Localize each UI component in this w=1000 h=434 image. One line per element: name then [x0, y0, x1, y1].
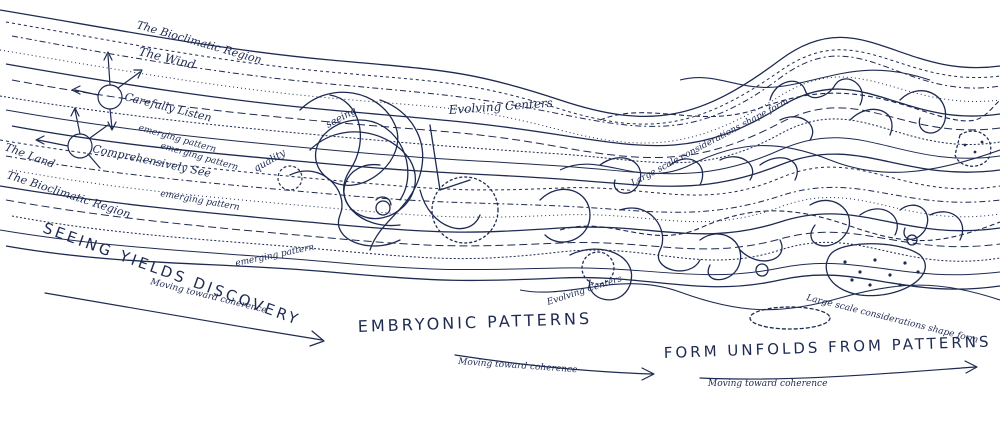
flow-strand	[0, 9, 1000, 117]
flow-strand	[5, 21, 1000, 125]
label-quality: quality	[252, 147, 288, 174]
phase-subtitle-2: Moving toward coherence	[457, 357, 578, 375]
flow-strand	[599, 92, 1000, 122]
flow-strand	[5, 245, 1000, 290]
flow-strand	[5, 63, 1000, 147]
label-emerging-pattern-4: emerging pattern	[235, 242, 316, 269]
flow-strand	[5, 155, 1000, 213]
flow-strand	[11, 125, 1000, 187]
flow-strand	[5, 109, 1000, 175]
flow-strand	[519, 283, 1000, 311]
stipple-dots	[843, 140, 984, 287]
label-bioclimatic-bottom: The Bioclimatic Region	[5, 168, 132, 220]
phase-title-embryonic-patterns: EMBRYONIC PATTERNS	[357, 309, 592, 336]
sensing-nodes	[35, 51, 303, 191]
label-wind: The Wind	[137, 44, 197, 72]
flow-strand	[679, 69, 931, 88]
phase-subtitle-3: Moving toward coherence	[707, 379, 827, 389]
region-labels: The Bioclimatic Region The Wind Carefull…	[3, 18, 979, 345]
label-evolving-centers-top: Evolving Centers	[447, 96, 553, 117]
braided-knots	[289, 78, 992, 330]
flow-strand	[0, 229, 1000, 276]
flow-strand	[11, 79, 1000, 159]
phase-arrows	[44, 292, 978, 381]
flow-strand	[5, 199, 1000, 250]
flow-strand	[11, 215, 1000, 262]
label-seeing: seeing	[324, 105, 358, 130]
flowing-strands	[0, 9, 1000, 311]
flow-strand	[0, 95, 1000, 164]
flow-strand	[559, 210, 1000, 242]
flow-strand	[0, 185, 1000, 235]
listen-node	[97, 84, 123, 110]
phase-title-form-unfolds: FORM UNFOLDS FROM PATTERNS	[664, 333, 992, 362]
flow-strand	[11, 169, 1000, 223]
flow-strand	[0, 139, 1000, 196]
flow-strand	[559, 145, 1000, 175]
